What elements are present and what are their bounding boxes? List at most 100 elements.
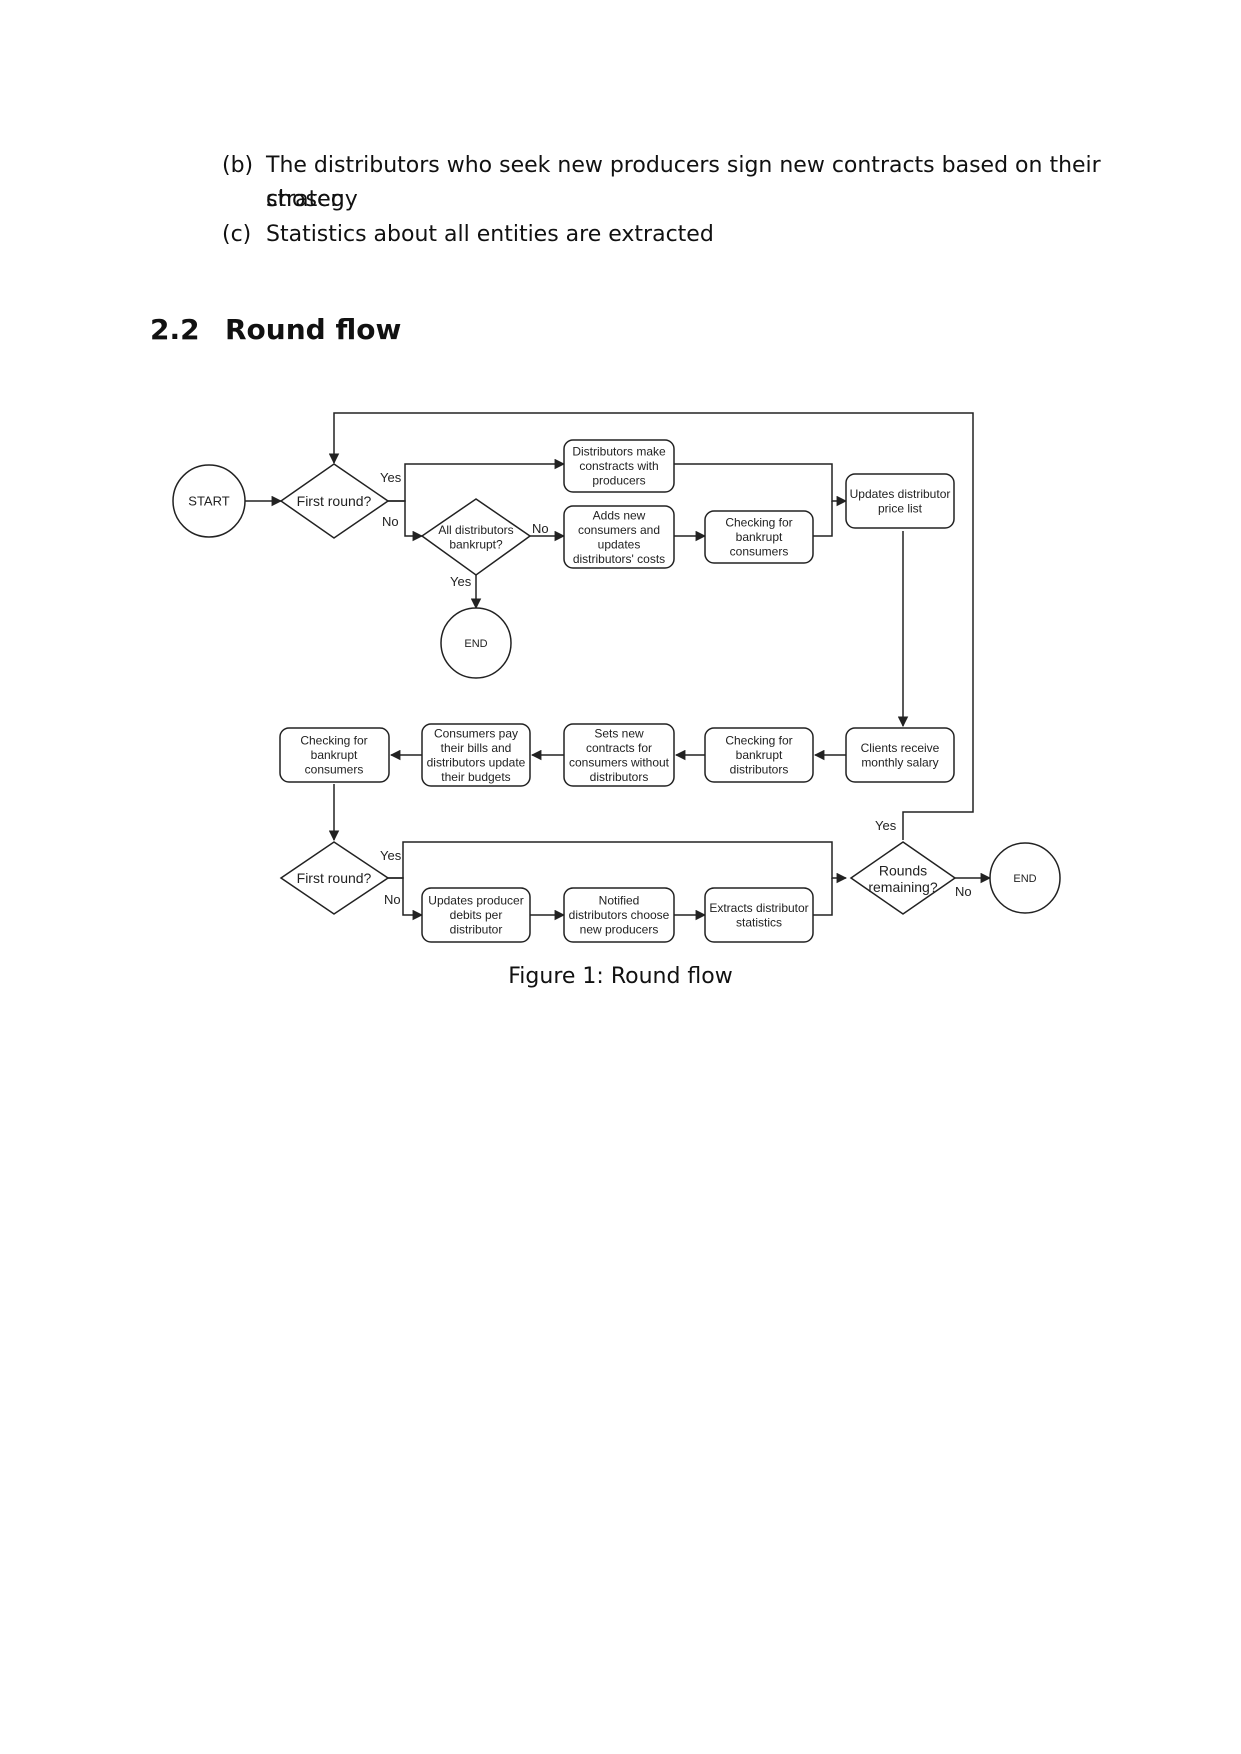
consumers-pay-node: [421, 723, 531, 787]
edge-label-yes: Yes: [380, 848, 402, 863]
start-node: [172, 464, 246, 538]
list-label: (b): [222, 153, 254, 178]
label-line: All distributors: [438, 523, 513, 537]
section-title: Round flow: [225, 313, 402, 346]
end-right-node: [989, 842, 1061, 914]
label-line: bankrupt: [736, 748, 783, 762]
list-label: (c): [222, 222, 252, 247]
list-text: Statistics about all entities are extrac…: [266, 222, 714, 247]
edge-first-yes: [388, 458, 566, 502]
edge-label-no: No: [384, 892, 401, 907]
label-line: consumers without: [569, 756, 670, 770]
updates-price-list-node: [845, 473, 955, 529]
clients-salary-node: [845, 727, 955, 783]
edge-extracts-to-rounds: [813, 878, 833, 916]
make-contracts-node: [563, 439, 675, 493]
label-line: Updates distributor: [850, 487, 951, 501]
label-line: Clients receive: [861, 741, 940, 755]
label-line: new producers: [580, 923, 659, 937]
start-label: START: [188, 494, 229, 509]
edge-loop-back: [328, 412, 974, 840]
label-line: END: [464, 638, 487, 650]
label-line: contracts for: [586, 741, 652, 755]
label-line: Consumers pay: [434, 727, 518, 741]
label-line: constracts with: [579, 459, 658, 473]
adds-consumers-node: [563, 505, 675, 569]
label-line: statistics: [736, 916, 782, 930]
edge-label-yes: Yes: [450, 574, 472, 589]
check-bankrupt-consumers-mid-node: [279, 727, 390, 783]
end-top-label: END: [464, 638, 487, 650]
label-line: distributors' costs: [573, 552, 665, 566]
label-line: bankrupt: [736, 530, 783, 544]
connectors: [245, 412, 992, 921]
label-line: Rounds: [879, 863, 927, 879]
edge-contracts-to-price: [674, 463, 848, 507]
check-bankrupt-consumers-top-node: [704, 510, 814, 564]
edge-first-no: [388, 500, 424, 542]
label-line: remaining?: [868, 879, 937, 895]
edge-label-no: No: [532, 521, 549, 536]
edge-label-yes: Yes: [380, 470, 402, 485]
sets-contracts-node: [563, 723, 675, 787]
updates-debits-node: [421, 887, 531, 943]
label-line: consumers: [305, 763, 364, 777]
all-bankrupt-node: [420, 498, 532, 576]
rounds-remaining-node: [849, 841, 957, 915]
nodes: [172, 439, 1061, 943]
label-line: updates: [598, 538, 641, 552]
label-line: distributors: [730, 763, 789, 777]
label-line: their bills and: [441, 741, 512, 755]
label-line: bankrupt: [311, 748, 358, 762]
edge-first-bottom-yes: [388, 841, 848, 884]
extracts-stats-node: [704, 887, 814, 943]
label-line: monthly salary: [861, 756, 938, 770]
edge-label-no: No: [955, 884, 972, 899]
section-number: 2.2: [150, 313, 200, 346]
label-line: Distributors make: [572, 445, 666, 459]
label-line: Updates producer: [428, 894, 523, 908]
label-line: First round?: [297, 493, 372, 509]
edge-first-bottom-no: [388, 877, 424, 921]
edge-label-no: No: [382, 514, 399, 529]
first-round-bottom-label: First round?: [297, 870, 372, 886]
end-top-node: [440, 607, 512, 679]
label-line: distributors choose: [569, 908, 670, 922]
edge-labels: Yes No No Yes Yes No Yes No: [380, 470, 972, 907]
label-line: their budgets: [441, 770, 510, 784]
edge-check-to-price: [813, 501, 833, 537]
label-line: price list: [878, 502, 923, 516]
label-line: Checking for: [725, 734, 792, 748]
label-line: debits per: [450, 908, 503, 922]
check-bankrupt-distributors-node: [704, 727, 814, 783]
label-line: Sets new: [594, 727, 644, 741]
list-item-c: (c) Statistics about all entities are ex…: [0, 218, 1241, 254]
label-line: distributor: [450, 923, 503, 937]
label-line: START: [188, 494, 229, 509]
list-text-continued: strategy: [266, 187, 358, 212]
label-line: First round?: [297, 870, 372, 886]
figure-caption: Figure 1: Round flow: [508, 964, 733, 989]
end-right-label: END: [1013, 873, 1036, 885]
label-line: bankrupt?: [449, 538, 503, 552]
first-round-bottom-node: [279, 841, 390, 915]
label-line: producers: [592, 474, 645, 488]
first-round-top-node: [279, 463, 390, 539]
label-line: Checking for: [300, 734, 367, 748]
section-heading: 2.2 Round flow: [150, 310, 401, 350]
